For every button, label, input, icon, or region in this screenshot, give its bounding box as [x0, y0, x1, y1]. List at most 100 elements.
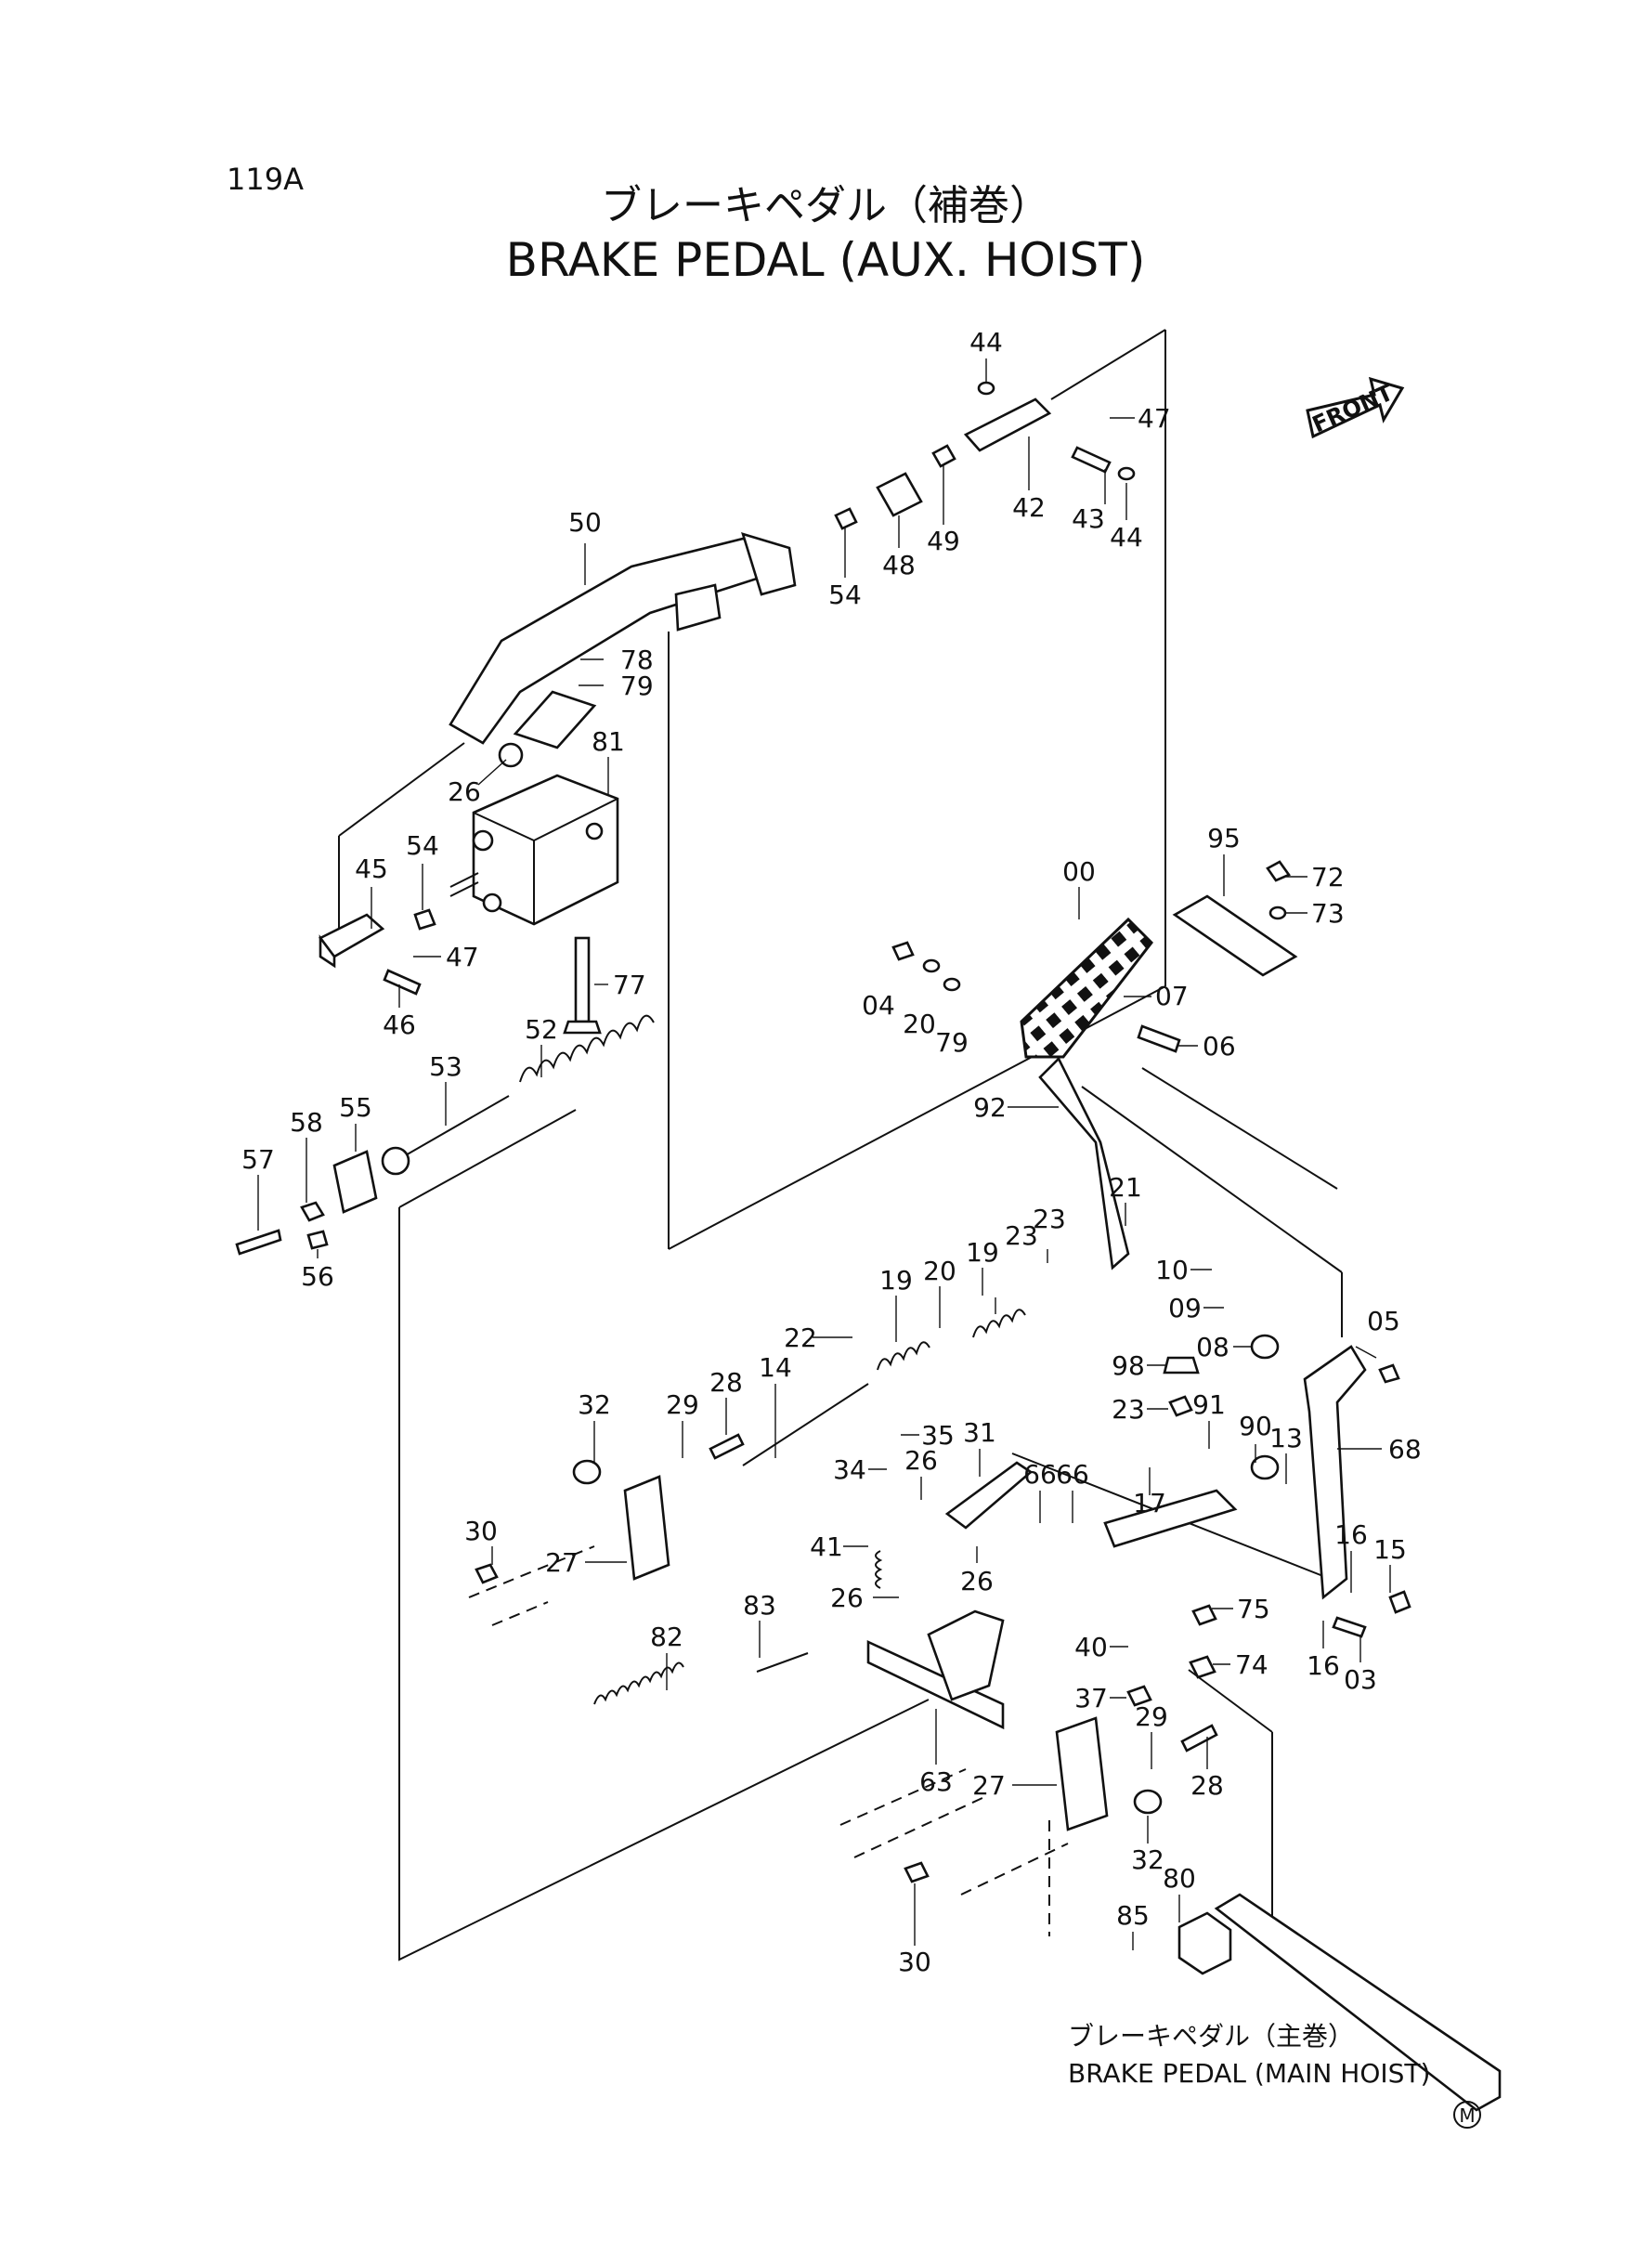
callout-10: 10 — [1155, 1255, 1189, 1285]
block-part-80 — [1177, 1911, 1232, 1975]
pin-part-43 — [1071, 446, 1112, 474]
callout-79: 79 — [620, 671, 654, 701]
callout-05: 05 — [1367, 1306, 1400, 1336]
callout-26: 26 — [960, 1566, 994, 1596]
callout-82: 82 — [650, 1622, 683, 1652]
callout-47: 47 — [446, 942, 479, 972]
bushing-part-90 — [1250, 1454, 1280, 1480]
callout-23: 23 — [1033, 1204, 1066, 1234]
bracket-part-55 — [332, 1150, 378, 1214]
callout-57: 57 — [241, 1144, 275, 1175]
callout-34: 34 — [833, 1454, 866, 1485]
callout-56: 56 — [301, 1261, 334, 1292]
spring-part-19a — [877, 1341, 930, 1371]
callout-19: 19 — [879, 1265, 913, 1296]
washer-part-73 — [1268, 905, 1287, 920]
callout-16: 16 — [1307, 1650, 1340, 1681]
callout-30: 30 — [464, 1516, 498, 1546]
nut-part-15 — [1388, 1590, 1411, 1614]
nut-part-58 — [300, 1201, 325, 1222]
arm-part-50 — [449, 532, 797, 768]
bolt-part-57 — [235, 1229, 282, 1256]
callout-00: 00 — [1062, 856, 1096, 887]
callout-32: 32 — [578, 1389, 611, 1420]
main-hoist-pedal-bar — [1214, 1893, 1502, 2112]
callout-labels: 44 47 42 43 44 49 48 54 50 78 79 81 26 5… — [241, 327, 1421, 1977]
callout-74: 74 — [1235, 1649, 1268, 1680]
callout-77: 77 — [613, 970, 646, 1000]
callout-54: 54 — [828, 580, 862, 610]
plate-part-78-79 — [513, 690, 597, 749]
pin-part-06 — [1137, 1024, 1181, 1053]
nut-part-49 — [931, 444, 956, 468]
main-hoist-note-english: BRAKE PEDAL (MAIN HOIST) — [1068, 2058, 1430, 2089]
callout-09: 09 — [1168, 1293, 1202, 1323]
callout-03: 03 — [1344, 1664, 1377, 1695]
rod-part-14 — [742, 1383, 869, 1466]
callout-23: 23 — [1112, 1394, 1145, 1425]
title-english: BRAKE PEDAL (AUX. HOIST) — [506, 233, 1146, 287]
bushing-part-08 — [1250, 1334, 1280, 1360]
nut-part-54b — [413, 908, 436, 931]
snap-ring-part-32b — [1133, 1789, 1163, 1815]
title-japanese: ブレーキペダル（補巻） — [601, 182, 1050, 229]
callout-95: 95 — [1207, 823, 1241, 853]
pin-part-46 — [383, 969, 422, 996]
callout-22: 22 — [784, 1322, 817, 1353]
clevis-part-45 — [319, 913, 385, 969]
washer-part-79b — [943, 977, 961, 992]
turnbuckle-part-48 — [876, 472, 923, 517]
bracket-part-27a — [623, 1475, 670, 1581]
nut-part-54a — [834, 507, 858, 530]
callout-68: 68 — [1388, 1434, 1422, 1465]
callout-54: 54 — [406, 830, 439, 861]
washer-part-44b — [1117, 466, 1136, 481]
callout-78: 78 — [620, 645, 654, 675]
callout-44: 44 — [1110, 522, 1143, 553]
callout-47: 47 — [1138, 403, 1171, 434]
callout-49: 49 — [927, 526, 960, 556]
bolt-part-72 — [1266, 860, 1291, 882]
shaft-lever-part-63 — [866, 1609, 1005, 1730]
nut-part-75 — [1191, 1604, 1217, 1626]
callout-27: 27 — [972, 1770, 1006, 1801]
callout-98: 98 — [1112, 1350, 1145, 1381]
spring-part-41 — [875, 1550, 883, 1589]
bolt-part-03 — [1332, 1616, 1367, 1638]
callout-13: 13 — [1269, 1423, 1303, 1453]
callout-46: 46 — [383, 1010, 416, 1040]
plate-part-95 — [1172, 894, 1298, 977]
callout-90: 90 — [1239, 1411, 1272, 1441]
callout-91: 91 — [1192, 1389, 1226, 1420]
bolt-part-98 — [1163, 1356, 1200, 1375]
bolt-part-77 — [563, 936, 602, 1035]
callout-28: 28 — [709, 1367, 743, 1398]
callout-52: 52 — [525, 1014, 558, 1045]
callout-26: 26 — [448, 776, 481, 807]
callout-31: 31 — [963, 1417, 996, 1448]
bolt-part-56 — [306, 1230, 329, 1250]
callout-41: 41 — [810, 1531, 843, 1562]
main-hoist-note-japanese: ブレーキペダル（主巻） — [1068, 2021, 1354, 2052]
callout-75: 75 — [1237, 1594, 1270, 1624]
callout-14: 14 — [759, 1352, 792, 1383]
callout-16: 16 — [1334, 1519, 1368, 1550]
callout-85: 85 — [1116, 1900, 1150, 1931]
spring-part-19b — [972, 1309, 1026, 1338]
bolt-part-28b — [1180, 1724, 1218, 1752]
snap-ring-part-32a — [572, 1459, 602, 1485]
nut-part-37 — [1126, 1685, 1152, 1707]
spring-part-82 — [593, 1661, 684, 1705]
washer-part-44a — [977, 381, 995, 396]
callout-48: 48 — [882, 550, 916, 580]
frame-hint-lines — [468, 1545, 1069, 1936]
leader-lines — [257, 358, 1391, 1950]
callout-66: 66 — [1023, 1459, 1057, 1490]
bracket-part-68 — [1303, 1345, 1367, 1600]
callout-35: 35 — [921, 1420, 955, 1451]
callout-26: 26 — [830, 1583, 864, 1613]
m-mark-icon: M — [1453, 2101, 1481, 2129]
callout-29: 29 — [666, 1389, 699, 1420]
callout-07: 07 — [1155, 981, 1189, 1011]
clevis-part-42 — [963, 397, 1052, 452]
